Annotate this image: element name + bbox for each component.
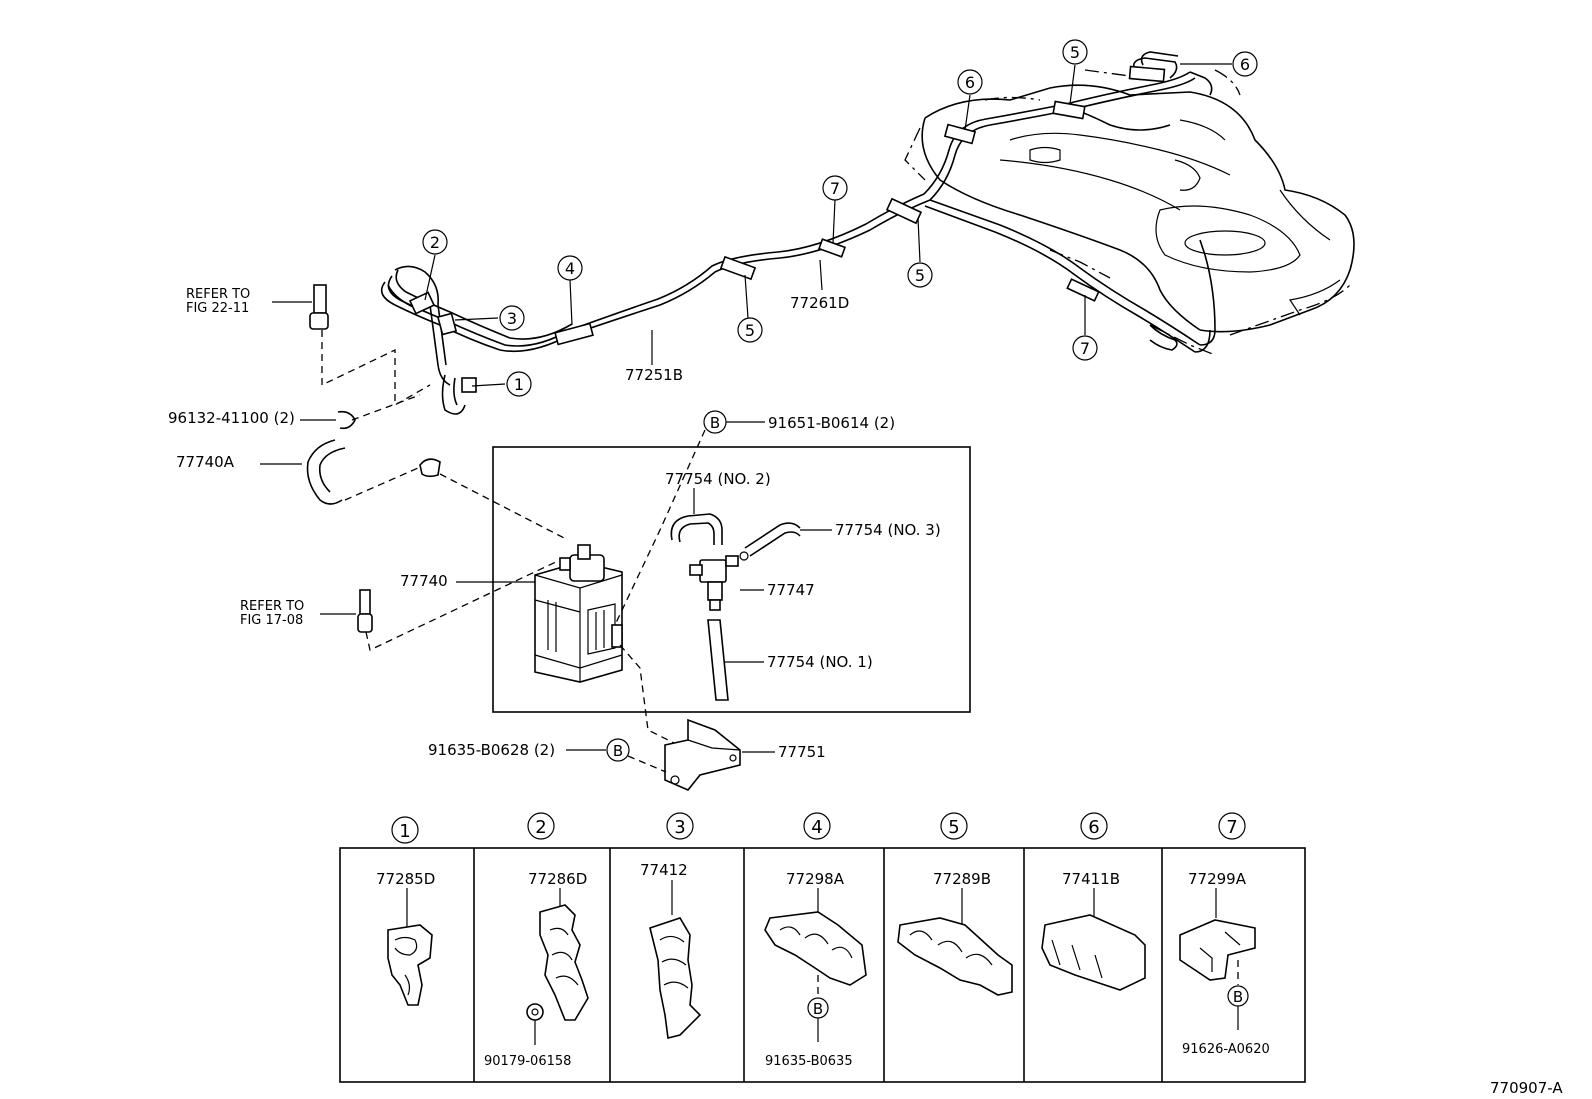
label-91635-b0628: 91635-B0628 (2) <box>428 741 555 759</box>
label-91651: 91651-B0614 (2) <box>768 414 895 432</box>
clamp-part-1: 77285D <box>376 870 435 888</box>
diagram-label: 1 <box>514 375 524 394</box>
table-num-3: 3 <box>674 817 685 838</box>
callout-5c <box>1062 39 1088 65</box>
fuel-tank <box>904 69 1355 356</box>
diagram-label: 7 <box>830 179 840 198</box>
diagram-label: 5 <box>1070 43 1080 62</box>
bolt-b-top: B 91651-B0614 (2) <box>614 410 895 626</box>
clamp-table: 1 2 3 4 5 6 7 77285D 77286D 90179-06158 … <box>339 812 1306 1083</box>
clamp-sub-2: 90179-06158 <box>484 1054 571 1069</box>
clamp-part-7: 77299A <box>1188 870 1247 888</box>
diagram-label: 4 <box>565 259 575 278</box>
diagram-label: B <box>710 414 720 432</box>
label-77754-no1: 77754 (NO. 1) <box>767 653 873 671</box>
canister-labels: 77740 REFER TO FIG 17-08 <box>240 559 679 746</box>
tube-clips <box>408 65 1166 393</box>
tube-callouts: 2 3 1 4 5 7 5 6 5 6 7 <box>422 39 1258 397</box>
table-num-4: 4 <box>811 817 822 838</box>
refer-upper-line2: FIG 22-11 <box>186 301 249 316</box>
clamp-part-6: 77411B <box>1062 870 1120 888</box>
callout-6b <box>1232 51 1258 77</box>
label-77740: 77740 <box>400 572 448 590</box>
tube-labels: 77251B 77261D <box>625 259 849 384</box>
charcoal-canister <box>534 544 623 683</box>
diagram-label: 5 <box>745 321 755 340</box>
table-num-2: 2 <box>535 817 546 838</box>
callout-3 <box>499 305 525 331</box>
label-77740A: 77740A <box>176 453 235 471</box>
callout-2 <box>422 229 448 255</box>
callout-6a <box>957 69 983 95</box>
refer-lower-line2: FIG 17-08 <box>240 613 303 628</box>
table-num-6: 6 <box>1088 817 1099 838</box>
callout-4 <box>557 255 583 281</box>
refer-upper-line1: REFER TO <box>186 287 250 302</box>
clamp-bolt-7: B <box>1233 988 1243 1006</box>
label-77751: 77751 <box>778 743 826 761</box>
clamp-part-3: 77412 <box>640 861 688 879</box>
clamp-bolt-4: B <box>813 1000 823 1018</box>
clamp-part-2: 77286D <box>528 870 587 888</box>
canister-group-box <box>492 446 971 713</box>
diagram-label: 2 <box>430 233 440 252</box>
diagram-label: 6 <box>965 73 975 92</box>
label-77754-no2: 77754 (NO. 2) <box>665 470 771 488</box>
bolt-b-bottom <box>606 738 630 762</box>
clamp-sub-7: 91626-A0620 <box>1182 1042 1270 1057</box>
diagram-label: 6 <box>1240 55 1250 74</box>
callout-5a <box>737 317 763 343</box>
diagram-label: 7 <box>1080 339 1090 358</box>
label-96132: 96132-41100 (2) <box>168 409 295 427</box>
label-77251B: 77251B <box>625 366 683 384</box>
clamp-part-5: 77289B <box>933 870 991 888</box>
vsv-assembly: 77754 (NO. 2) 77754 (NO. 3) 77747 77754 … <box>665 470 941 701</box>
label-77261D: 77261D <box>790 294 849 312</box>
upper-connector: REFER TO FIG 22-11 96132-41100 (2) 77740… <box>168 284 569 541</box>
callout-7a <box>822 175 848 201</box>
callout-7b <box>1072 335 1098 361</box>
label-77747: 77747 <box>767 581 815 599</box>
clamp-sub-4: 91635-B0635 <box>765 1054 853 1069</box>
diagram-label: 3 <box>507 309 517 328</box>
label-77754-no3: 77754 (NO. 3) <box>835 521 941 539</box>
callout-1 <box>506 371 532 397</box>
canister-bracket: 77751 91635-B0628 (2) B <box>428 718 826 791</box>
table-num-7: 7 <box>1226 817 1237 838</box>
clamp-part-4: 77298A <box>786 870 845 888</box>
refer-lower-line1: REFER TO <box>240 599 304 614</box>
table-num-5: 5 <box>948 817 959 838</box>
figure-code: 770907-A <box>1490 1079 1563 1097</box>
diagram-label: 5 <box>915 266 925 285</box>
diagram-label: B <box>613 742 623 760</box>
callout-5b <box>907 262 933 288</box>
vapor-tubes <box>380 51 1216 415</box>
table-num-1: 1 <box>399 821 410 842</box>
